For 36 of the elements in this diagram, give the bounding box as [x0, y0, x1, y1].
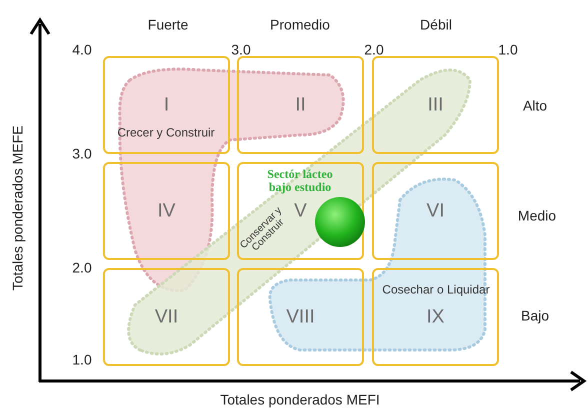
matrix-cell	[103, 162, 230, 260]
cell-numeral: IV	[158, 202, 176, 220]
axis-label: 1.0	[498, 42, 518, 58]
axis-label: 1.0	[72, 352, 92, 368]
matrix-cell	[103, 56, 230, 154]
cell-numeral: VIII	[286, 308, 315, 326]
axis-label: 2.0	[72, 260, 92, 276]
axis-label: Bajo	[520, 308, 550, 324]
region-label: Crecer y Construir	[117, 126, 215, 140]
matrix-cell	[237, 56, 364, 154]
cell-numeral: II	[295, 96, 306, 114]
axis-title: Totales ponderados MEFE	[10, 126, 26, 290]
axis-title: Totales ponderados MEFI	[220, 392, 380, 408]
axis-label: Alto	[522, 98, 548, 114]
cell-numeral: V	[294, 202, 307, 220]
matrix-cell	[372, 162, 499, 260]
matrix-cell	[237, 268, 364, 366]
axis-label: Débil	[420, 17, 452, 33]
axis-label: Fuerte	[148, 17, 188, 33]
matrix-cell	[372, 56, 499, 154]
cell-numeral: IX	[426, 308, 444, 326]
cell-numeral: VII	[154, 308, 178, 326]
matrix-cell	[237, 162, 364, 260]
cell-numeral: III	[428, 96, 444, 114]
axis-label: 2.0	[364, 42, 384, 58]
axis-label: 3.0	[72, 146, 92, 162]
axis-label: Promedio	[270, 17, 330, 33]
cell-numeral: I	[164, 96, 170, 114]
matrix-cell	[372, 268, 499, 366]
axis-label: 4.0	[72, 42, 92, 58]
marker-label: Sectór lácteo bajo estudio	[266, 168, 334, 194]
axis-label: 3.0	[231, 42, 251, 58]
region-label: Cosechar o Liquidar	[382, 283, 490, 297]
matrix-cell	[103, 268, 230, 366]
axis-label: Medio	[518, 208, 556, 224]
cell-numeral: VI	[426, 202, 444, 220]
